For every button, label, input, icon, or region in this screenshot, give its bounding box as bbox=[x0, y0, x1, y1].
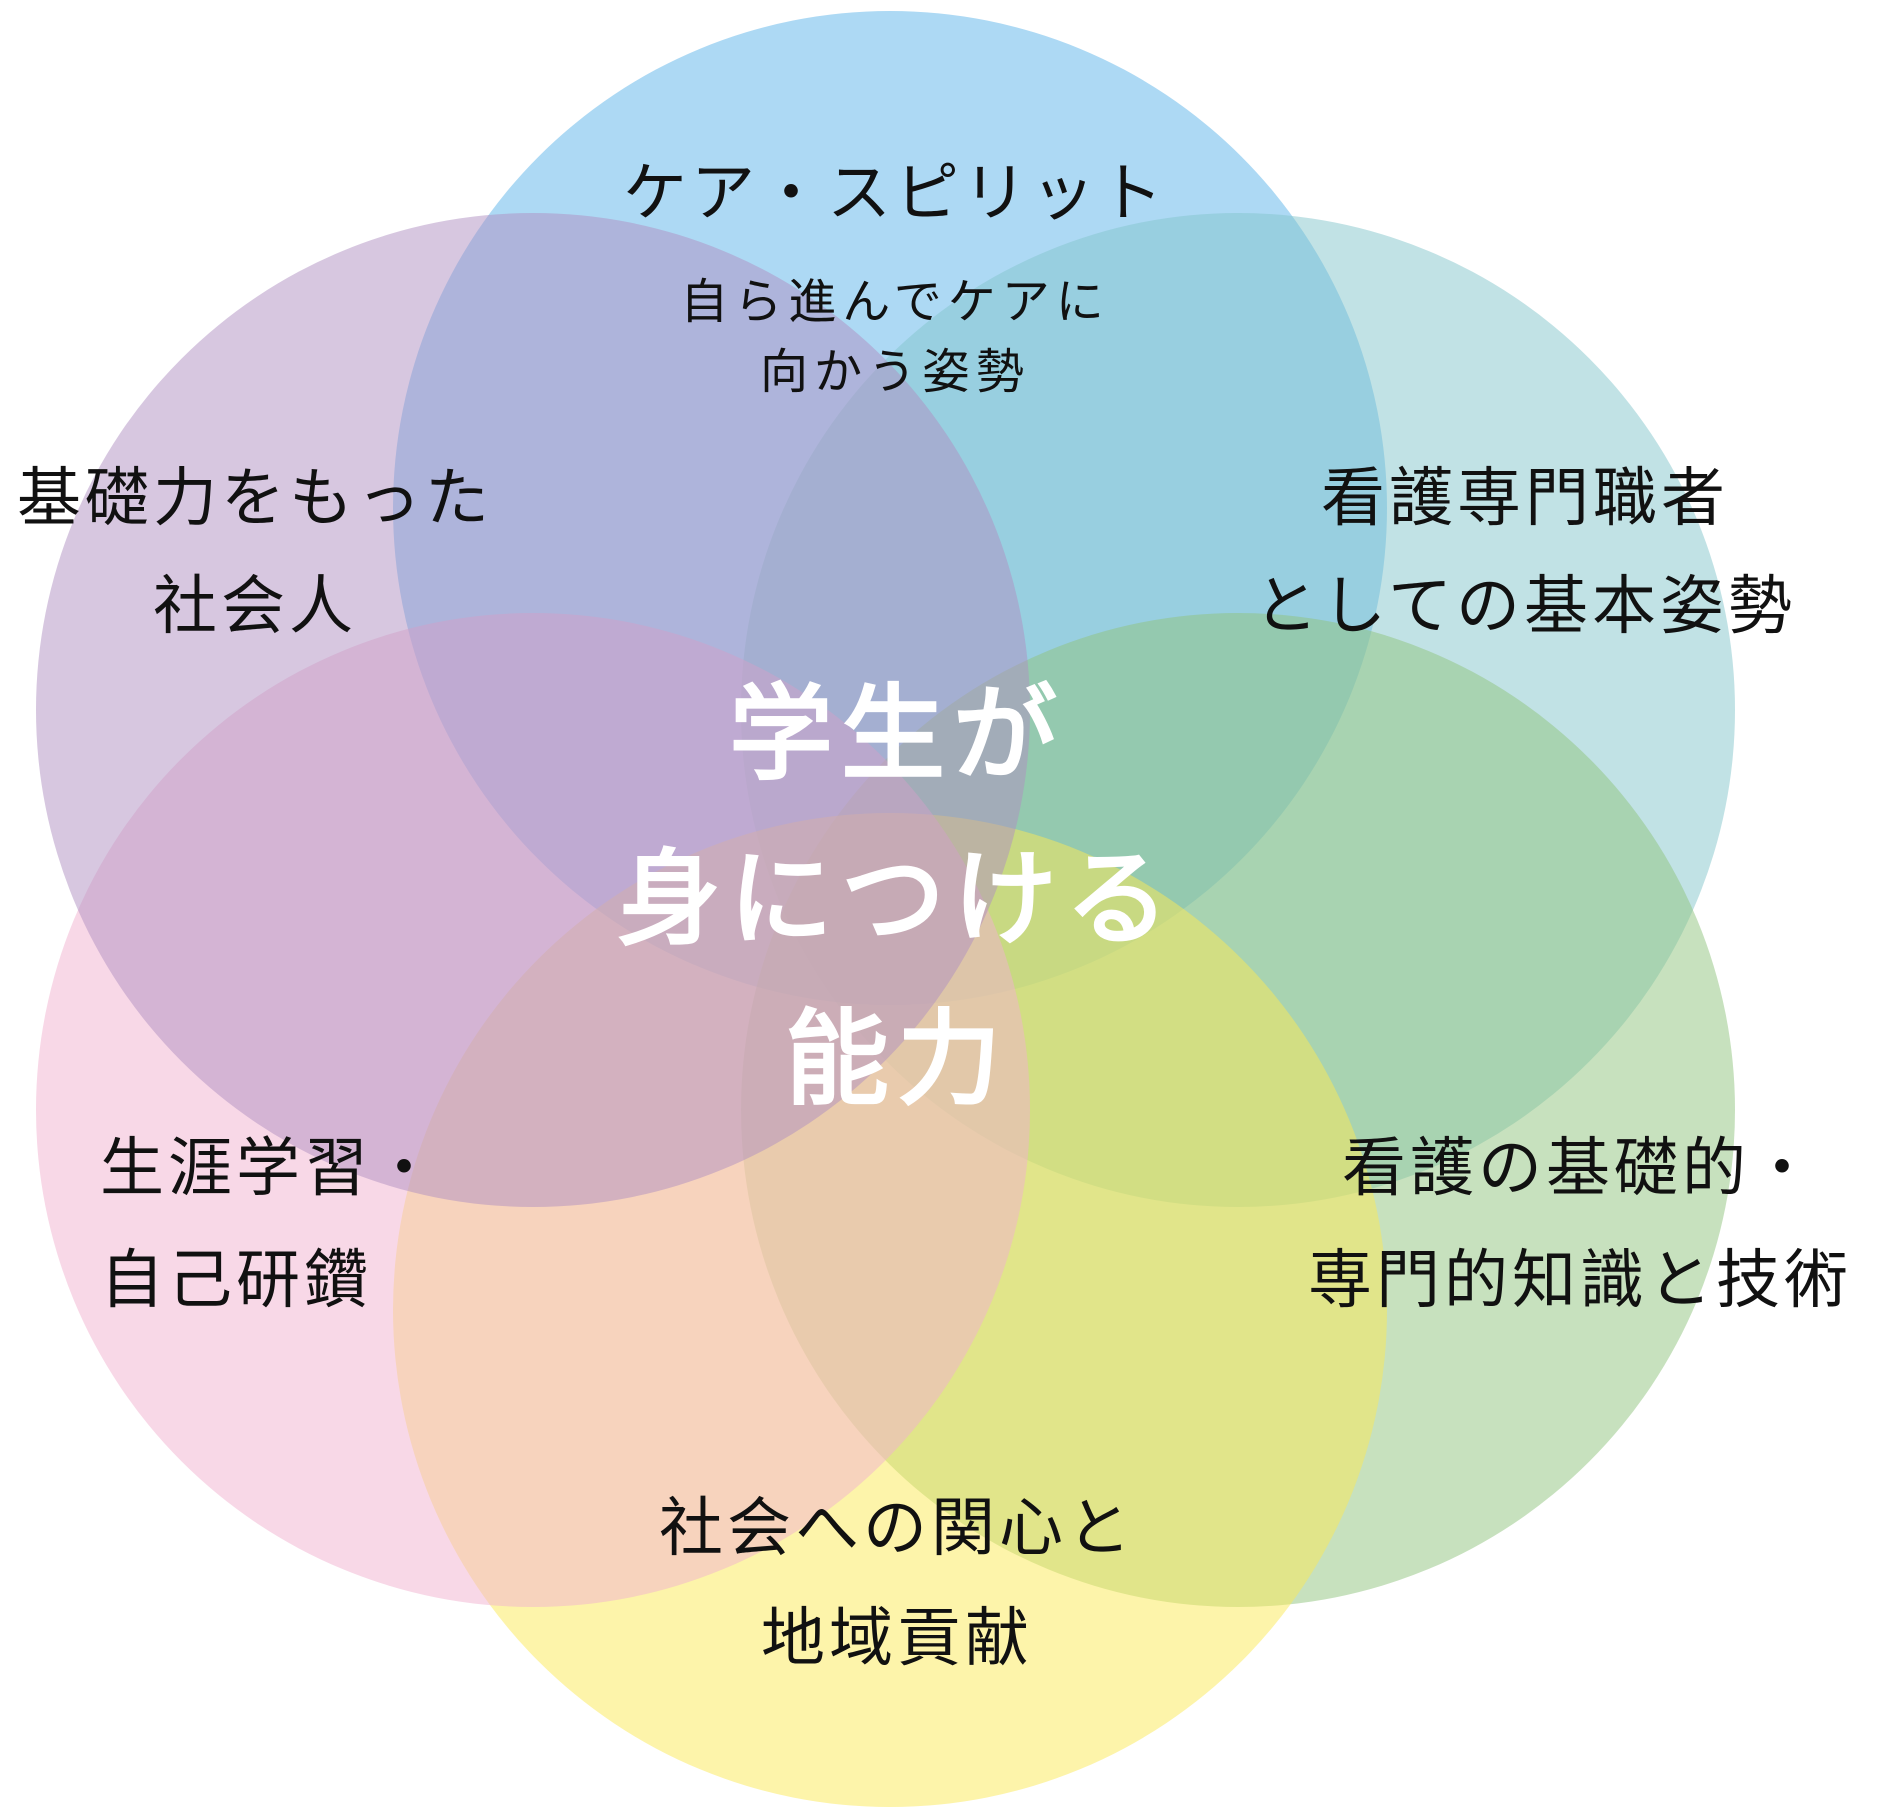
community-line1: 社会への関心と bbox=[659, 1492, 1135, 1566]
circle-social-person bbox=[36, 213, 1030, 1207]
social-person-line1: 基礎力をもった bbox=[17, 462, 493, 536]
knowledge-skills-line1: 看護の基礎的・ bbox=[1342, 1132, 1818, 1206]
center-label-line3: 能力 bbox=[785, 998, 1009, 1120]
center-label-line2: 身につける bbox=[617, 838, 1177, 960]
social-person-line2: 社会人 bbox=[153, 570, 357, 644]
lifelong-learning-line2: 自己研鑽 bbox=[100, 1244, 372, 1318]
care-spirit-title: ケア・スピリット bbox=[623, 157, 1167, 231]
professional-line1: 看護専門職者 bbox=[1321, 462, 1729, 536]
professional-line2: としての基本姿勢 bbox=[1254, 570, 1796, 644]
circles-group bbox=[36, 11, 1735, 1807]
center-label-group: 学生が 身につける 能力 bbox=[617, 673, 1177, 1120]
community-line2: 地域貢献 bbox=[761, 1602, 1033, 1676]
lifelong-learning-line1: 生涯学習・ bbox=[100, 1132, 440, 1206]
care-spirit-sub-line2: 向かう姿勢 bbox=[760, 344, 1030, 400]
knowledge-skills-line2: 専門的知識と技術 bbox=[1308, 1244, 1852, 1318]
care-spirit-sub-line1: 自ら進んでケアに bbox=[680, 274, 1110, 330]
labels-group: ケア・スピリット 自ら進んでケアに 向かう姿勢 基礎力をもった 社会人 看護専門… bbox=[17, 157, 1852, 1676]
center-label-line1: 学生が bbox=[729, 673, 1065, 795]
